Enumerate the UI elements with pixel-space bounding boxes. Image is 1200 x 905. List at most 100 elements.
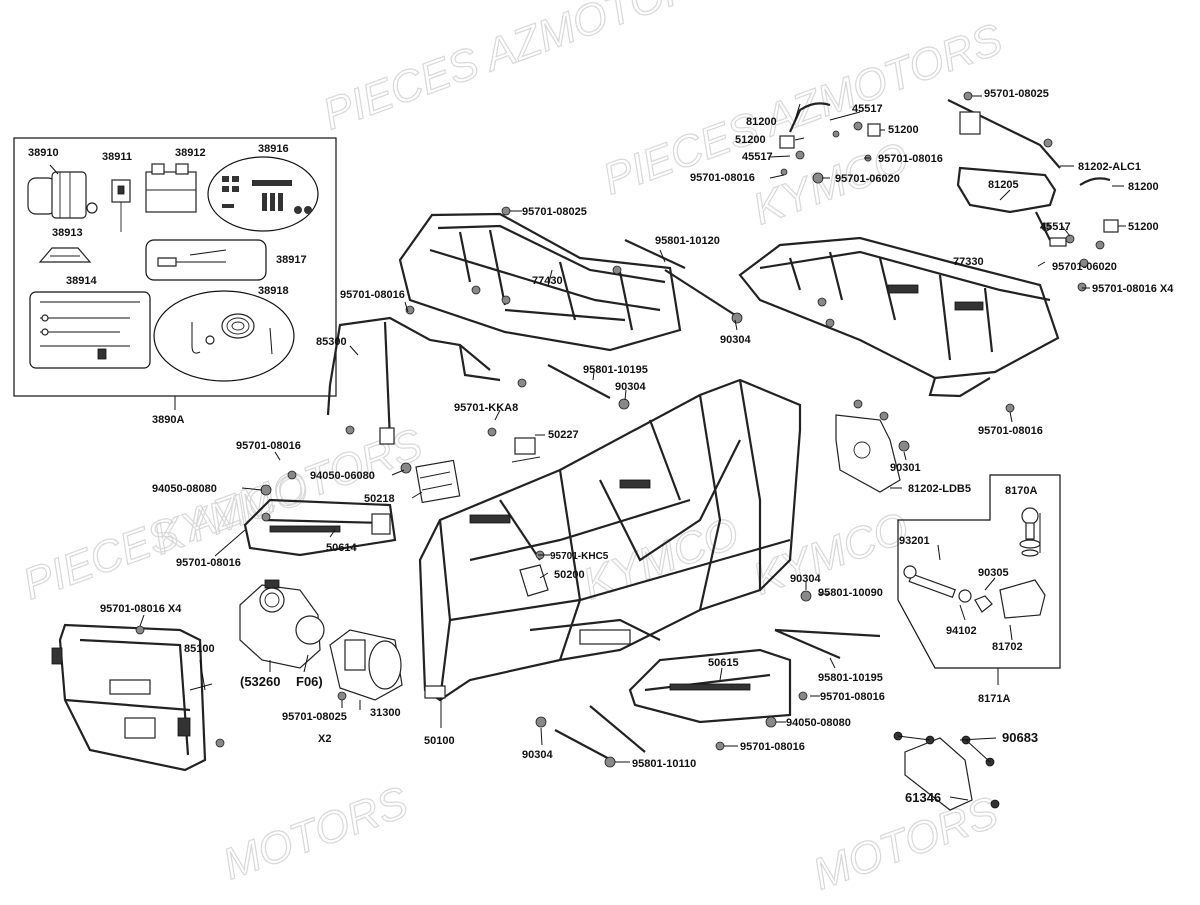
label-8171A: 8171A: [978, 693, 1010, 705]
hitch-kit-group: [897, 474, 1061, 685]
right-footrest: [628, 648, 792, 724]
front-bar: [326, 316, 501, 445]
label-95701-08016: 95701-08016: [978, 425, 1043, 437]
tow-ball: [1019, 507, 1041, 557]
bracket-50227: [514, 437, 536, 455]
label-90304: 90304: [790, 573, 821, 585]
label-X2: X2: [318, 733, 331, 745]
hardware-bag: [207, 156, 319, 232]
clamp: [779, 135, 795, 149]
label-90304: 90304: [522, 749, 553, 761]
winch-strap: [145, 239, 267, 281]
label-94102: 94102: [946, 625, 977, 637]
winch-cables: [29, 291, 151, 369]
main-frame: [418, 378, 802, 728]
label-85100: 85100: [184, 643, 215, 655]
label-95701-08016: 95701-08016: [690, 172, 755, 184]
label-95701-08016: 95701-08016: [340, 289, 405, 301]
label-90301: 90301: [890, 462, 921, 474]
fender-panel: [893, 731, 1000, 811]
label-51200: 51200: [735, 134, 766, 146]
winch-bracket: [38, 247, 92, 263]
label-95701-08025: 95701-08025: [282, 711, 347, 723]
label-38918: 38918: [258, 285, 289, 297]
label-38911: 38911: [102, 151, 132, 163]
front-rack: [398, 212, 682, 352]
label-94050-06080: 94050-06080: [310, 470, 375, 482]
label-8170A: 8170A: [1005, 485, 1037, 497]
label-50200: 50200: [554, 569, 585, 581]
hitch-pin: [903, 565, 956, 599]
hitch-kit-box: [897, 474, 1061, 669]
label-51200: 51200: [888, 124, 919, 136]
hex-nut: [974, 595, 993, 613]
label-95701-KHC5: 95701-KHC5: [550, 551, 609, 562]
label-90304: 90304: [615, 381, 646, 393]
left-footrest: [243, 498, 397, 557]
label-90683: 90683: [1002, 730, 1038, 745]
winch-relay: [145, 163, 197, 213]
watermark-text: PIECES AZMOTORS: [17, 420, 429, 610]
bolt-95801-10090: [774, 628, 881, 638]
label-94050-08080: 94050-08080: [786, 717, 851, 729]
label-94050-08080: 94050-08080: [152, 483, 217, 495]
label-38910: 38910: [28, 147, 59, 159]
washer: [958, 589, 972, 603]
label-95701-08016: 95701-08016: [236, 440, 301, 452]
label-95701-08016: 95701-08016: [176, 557, 241, 569]
label-95701-08016: 95701-08016: [740, 741, 805, 753]
label-53260: (53260: [240, 674, 280, 689]
label-81200: 81200: [746, 116, 777, 128]
winch-kit-group: [13, 137, 337, 410]
label-77330: 77330: [953, 256, 984, 268]
label-81200: 81200: [1128, 181, 1159, 193]
label-50227: 50227: [548, 429, 579, 441]
label-95701-08016-x4: 95701-08016 X4: [1092, 283, 1174, 295]
tube-parts: [779, 102, 1119, 247]
rubber-tube: [788, 102, 831, 133]
label-90305: 90305: [978, 567, 1009, 579]
brackets: [415, 437, 549, 597]
label-38914: 38914: [66, 275, 97, 287]
leader-lines: [139, 95, 1126, 801]
label-95701-06020: 95701-06020: [835, 173, 900, 185]
label-95801-10195: 95801-10195: [583, 364, 648, 376]
skid-plate: [835, 414, 901, 493]
label-F06: F06): [296, 674, 323, 689]
winch-hook-rope: [153, 290, 295, 382]
label-31300: 31300: [370, 707, 401, 719]
label-38912: 38912: [175, 147, 206, 159]
winch-motor: [27, 164, 98, 219]
label-50100: 50100: [424, 735, 455, 747]
label-85300: 85300: [316, 336, 347, 348]
bracket-50200: [519, 564, 549, 597]
label-3890A: 3890A: [152, 414, 184, 426]
starter-motor: [329, 629, 403, 710]
bolt-95801-10110: [589, 705, 646, 753]
hitch-bracket: [999, 579, 1046, 619]
label-38916: 38916: [258, 143, 289, 155]
bolt-95801-10195: [547, 364, 611, 399]
label-81205: 81205: [988, 179, 1019, 191]
long-bolts: [547, 239, 881, 763]
winch-switch: [111, 179, 131, 232]
bolt-95801-10120: [624, 239, 686, 269]
label-50615: 50615: [708, 657, 739, 669]
label-95701-08016: 95701-08016: [878, 153, 943, 165]
gearbox: [239, 579, 325, 672]
label-95801-10090: 95801-10090: [818, 587, 883, 599]
label-95801-10120: 95801-10120: [655, 235, 720, 247]
label-38913: 38913: [52, 227, 83, 239]
label-38917: 38917: [276, 254, 307, 266]
watermark-text: PIECES AZMOTORS: [317, 0, 729, 139]
label-81202-LDB5: 81202-LDB5: [908, 483, 971, 495]
fasteners: [135, 91, 1105, 768]
part-labels: 38910 38911 38912 38916 38913 38917 3891…: [28, 88, 1174, 805]
rear-rack: [738, 236, 1060, 398]
label-95801-10110: 95801-10110: [632, 758, 696, 770]
label-90304: 90304: [720, 334, 751, 346]
label-50218: 50218: [364, 493, 395, 505]
label-61346: 61346: [905, 790, 941, 805]
